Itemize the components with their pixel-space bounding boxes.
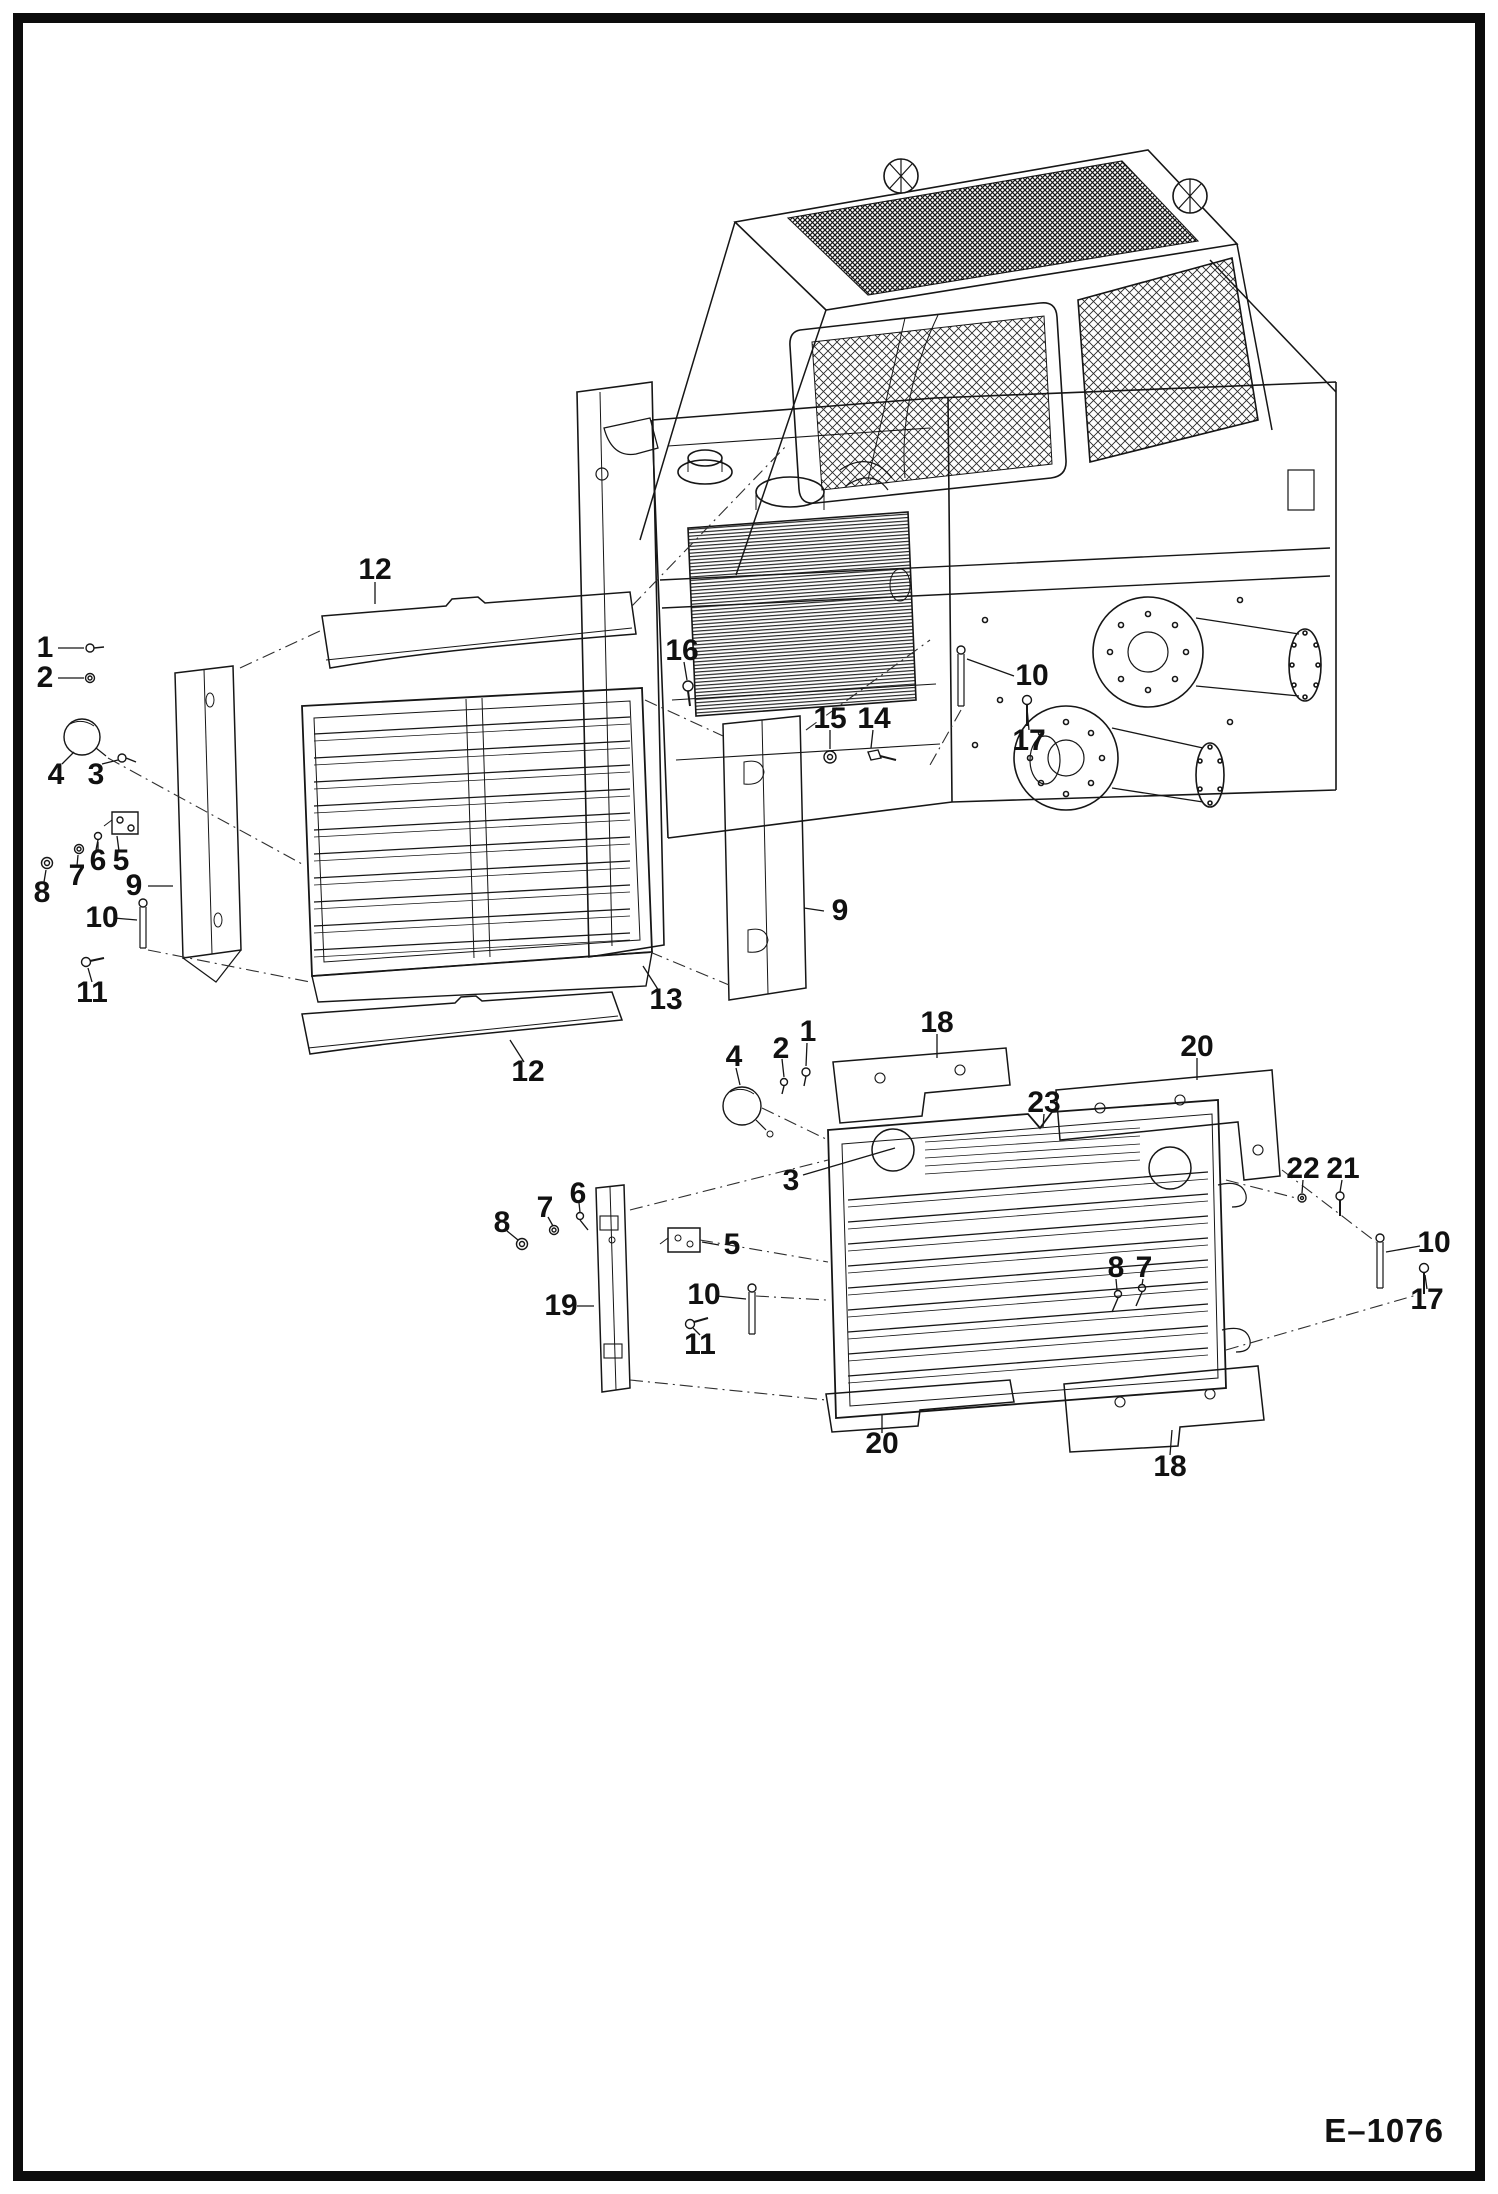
door-hook-upper <box>1217 1182 1247 1208</box>
lower-hardware <box>515 1067 1430 1335</box>
drive-hub-lower <box>1013 705 1225 811</box>
callout-leader-lines <box>43 582 1428 1456</box>
fastener-2-lower <box>779 1077 789 1087</box>
washer-15 <box>823 750 837 764</box>
left-channel-9 <box>174 665 242 983</box>
roof-knob-left <box>883 158 919 194</box>
fastener-1 <box>85 643 95 653</box>
washer-8-lower <box>515 1237 529 1251</box>
callout-14: 14 <box>857 702 891 735</box>
callout-16: 16 <box>665 634 699 667</box>
door-hook-lower <box>1221 1327 1251 1353</box>
callout-9-left: 9 <box>125 869 143 902</box>
drive-hub-upper <box>1092 596 1322 708</box>
callout-12-top: 12 <box>358 553 392 586</box>
callout-6-lower: 6 <box>569 1177 587 1210</box>
callout-21: 21 <box>1326 1152 1360 1185</box>
callout-8-upper: 8 <box>33 876 51 909</box>
upper-grille-assembly <box>174 591 807 1055</box>
screw-6-lower <box>575 1211 585 1221</box>
callout-9-right: 9 <box>831 894 849 927</box>
callout-11-left: 11 <box>76 976 108 1009</box>
pin-10-upper-right <box>956 645 966 707</box>
callout-5-lower: 5 <box>723 1228 741 1261</box>
bottom-strip-12 <box>301 991 624 1055</box>
bracket-18-bottom <box>1063 1365 1265 1453</box>
callout-2-upper: 2 <box>36 661 54 694</box>
assembly-dash-lines <box>107 443 1421 1401</box>
callout-20-top: 20 <box>1180 1030 1214 1063</box>
callout-5-upper: 5 <box>112 844 130 877</box>
callout-1-upper: 1 <box>36 631 54 664</box>
callout-4-lower: 4 <box>725 1040 743 1073</box>
bracket-5-lower <box>659 1227 701 1253</box>
callout-3-upper: 3 <box>87 758 105 791</box>
callout-1-lower: 1 <box>799 1015 817 1048</box>
roof-knob-right <box>1172 178 1208 214</box>
callout-7-upper: 7 <box>68 859 86 892</box>
channel-19 <box>595 1184 631 1393</box>
bracket-18-top <box>832 1047 1011 1124</box>
bolt-3 <box>117 753 127 763</box>
bracket-5 <box>103 811 139 835</box>
right-channel-9 <box>722 715 807 1001</box>
horn-4-lower <box>722 1086 774 1138</box>
pin-10-mid <box>747 1283 757 1335</box>
main-grille-panel <box>301 687 653 1003</box>
callout-10-lower-right: 10 <box>1417 1226 1451 1259</box>
washer-2 <box>84 672 96 684</box>
upper-hardware <box>40 643 1033 968</box>
washer-7 <box>73 843 85 855</box>
callout-6-upper: 6 <box>89 844 107 877</box>
strip-20-bottom <box>825 1379 1015 1433</box>
callout-23: 23 <box>1027 1086 1061 1119</box>
screw-11-left <box>80 956 105 968</box>
callout-22: 22 <box>1286 1152 1320 1185</box>
callout-10-mid: 10 <box>687 1278 721 1311</box>
screw-17-lower <box>1418 1262 1430 1294</box>
bolt-14 <box>867 749 897 761</box>
callout-3-lower: 3 <box>782 1164 800 1197</box>
loader-machine <box>576 149 1337 958</box>
grille-bottom-flange-13 <box>311 951 653 1003</box>
callout-17-lower: 17 <box>1410 1283 1444 1316</box>
callout-13: 13 <box>649 983 683 1016</box>
screw-11-mid <box>684 1317 709 1330</box>
callout-7-lower: 7 <box>536 1191 554 1224</box>
callout-8-lower: 8 <box>493 1206 511 1239</box>
callout-15: 15 <box>813 702 847 735</box>
callout-18-bottom: 18 <box>1153 1450 1187 1483</box>
screw-16 <box>682 680 694 707</box>
headlight-hole-right <box>1148 1146 1192 1190</box>
grille-door-23 <box>827 1099 1251 1419</box>
top-strip-12 <box>321 591 637 669</box>
lower-grille-assembly <box>595 1047 1281 1453</box>
callout-10-left: 10 <box>85 901 119 934</box>
bolt-8-right <box>1111 1289 1123 1313</box>
washer-8 <box>40 856 54 870</box>
washer-22 <box>1297 1193 1307 1203</box>
callout-11-mid: 11 <box>684 1328 716 1361</box>
callout-10-upper-right: 10 <box>1015 659 1049 692</box>
screw-6 <box>93 831 103 841</box>
fastener-1-lower <box>801 1067 811 1077</box>
pin-10-left <box>138 898 148 949</box>
callout-12-bottom: 12 <box>511 1055 545 1088</box>
callout-2-lower: 2 <box>772 1032 790 1065</box>
callout-7-right: 7 <box>1135 1251 1153 1284</box>
callout-8-right: 8 <box>1107 1251 1125 1284</box>
callout-19: 19 <box>544 1289 578 1322</box>
callout-18-top: 18 <box>920 1006 954 1039</box>
washer-7-lower <box>548 1224 560 1236</box>
headlight-hole-left <box>871 1128 915 1172</box>
callout-17-upper: 17 <box>1012 724 1046 757</box>
drawing-reference: E–1076 <box>1324 2112 1444 2149</box>
pin-10-lower-right <box>1375 1233 1385 1289</box>
horn-4 <box>63 718 107 757</box>
callout-20-bottom: 20 <box>865 1427 899 1460</box>
callout-4-upper: 4 <box>47 758 65 791</box>
